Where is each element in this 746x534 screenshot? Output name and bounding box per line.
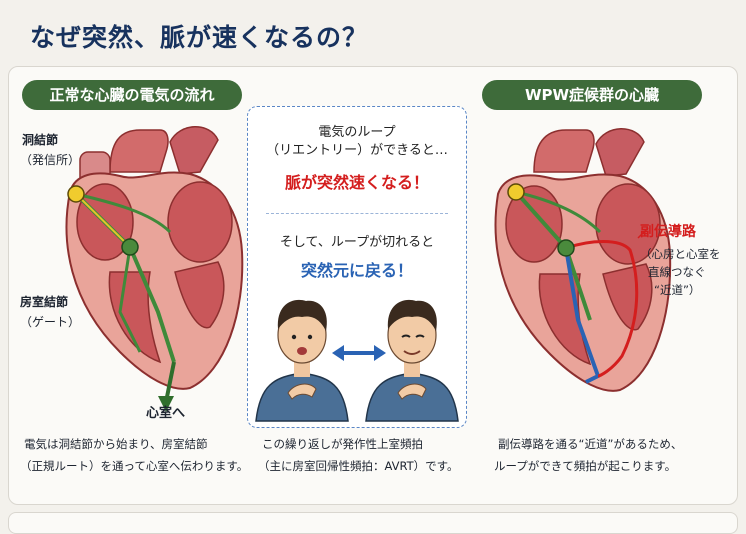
right-caption-line2: ループができて頻拍が起こります。 [494,459,677,473]
accessory-sub-line2: 直線つなぐ [648,265,706,279]
sudden-recovery: 突然元に戻る！ [300,261,413,280]
reentry-explanation-box: 電気のループ （リエントリー）ができると… 脈が突然速くなる！ そして、ループが… [247,106,467,428]
wpw-heart-header: WPW症候群の心臓 [482,80,702,110]
page-title: なぜ突然、脈が速くなるの？ [30,23,369,52]
av-node-label: 房室結節 [20,295,69,309]
reentry-line1: 電気のループ [318,125,396,140]
sudden-fast-pulse: 脈が突然速くなる！ [284,173,429,192]
accessory-sub-line1: （心房と心室を [640,247,721,261]
av-node-sub-label: （ゲート） [20,315,81,329]
sa-node-label: 洞結節 [22,133,59,147]
left-caption-line2: （正規ルート）を通って心室へ伝わります。 [20,459,249,473]
left-caption-line1: 電気は洞結節から始まり、房室結節 [24,437,208,451]
normal-heart-illustration [65,126,244,412]
right-caption-line1: 副伝導路を通る“近道”があるため、 [498,437,683,451]
reentry-line2: （リエントリー）ができると… [266,143,448,158]
middle-caption-line2: （主に房室回帰性頻拍：AVRT）です。 [258,459,459,473]
next-card-edge [8,512,738,534]
accessory-sub-line3: “近道”） [654,283,701,297]
box-divider [266,213,448,214]
to-ventricle-label: 心室へ [146,406,186,421]
loop-break-line: そして、ループが切れると [279,235,435,250]
sa-node-sub-label: （発信所） [20,153,81,167]
middle-caption-line1: この繰り返しが発作性上室頻拍 [262,437,423,451]
accessory-pathway-label: 副伝導路 [640,224,696,240]
normal-heart-header: 正常な心臓の電気の流れ [22,80,242,110]
wpw-heart-illustration [494,128,672,392]
patients-illustration [255,299,459,422]
